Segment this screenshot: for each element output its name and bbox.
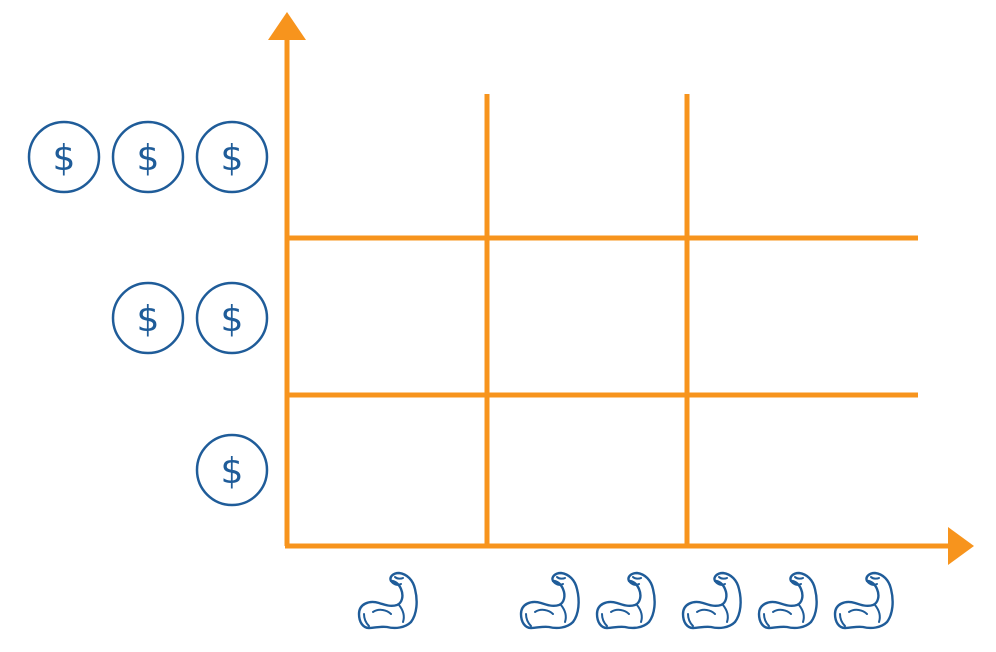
bicep-outline	[357, 571, 418, 630]
bicep-outline	[757, 571, 818, 630]
coin-outline	[195, 120, 269, 194]
dollar-symbol: $	[221, 299, 244, 340]
dollar-coin-icon: $	[195, 433, 269, 507]
bicep-column-level-3	[681, 571, 894, 630]
dollar-symbol: $	[53, 138, 76, 179]
bicep-cuff-line	[839, 613, 846, 627]
bicep-cuff-line	[525, 613, 532, 627]
bicep-outline	[519, 571, 580, 630]
dollar-coin-icon: $	[27, 120, 101, 194]
bicep-outline	[681, 571, 742, 630]
dollar-symbol: $	[137, 299, 160, 340]
y-axis-arrowhead	[268, 12, 306, 40]
bicep-fist-detail	[714, 576, 728, 586]
dollar-coin-icon: $	[195, 120, 269, 194]
bicep-outline	[595, 571, 656, 630]
bicep-elbow-line	[722, 604, 729, 623]
bicep-column-level-1	[357, 571, 418, 630]
bicep-cuff-line	[363, 613, 370, 627]
dollar-coin-icon: $	[195, 281, 269, 355]
coin-outline	[111, 120, 185, 194]
bicep-fist-detail	[390, 576, 404, 586]
x-axis-arrowhead	[948, 527, 974, 565]
dollar-row-level-1: $	[195, 433, 269, 507]
bicep-fist-detail	[628, 576, 642, 586]
flexed-bicep-icon	[757, 571, 818, 630]
bicep-cuff-line	[687, 613, 694, 627]
bicep-fist-detail	[552, 576, 566, 586]
bicep-outline	[833, 571, 894, 630]
x-axis-bicep-icons	[357, 571, 894, 630]
dollar-row-level-3: $ $ $	[27, 120, 269, 194]
coin-outline	[195, 281, 269, 355]
flexed-bicep-icon	[519, 571, 580, 630]
flexed-bicep-icon	[833, 571, 894, 630]
bicep-muscle-line	[696, 608, 716, 615]
bicep-muscle-line	[372, 608, 392, 615]
coin-outline	[111, 281, 185, 355]
coin-outline	[27, 120, 101, 194]
dollar-coin-icon: $	[111, 120, 185, 194]
bicep-cuff-line	[763, 613, 770, 627]
bicep-muscle-line	[772, 608, 792, 615]
bicep-muscle-line	[610, 608, 630, 615]
dollar-symbol: $	[221, 138, 244, 179]
bicep-elbow-line	[874, 604, 881, 623]
bicep-muscle-line	[534, 608, 554, 615]
matrix-grid	[268, 12, 974, 565]
bicep-elbow-line	[636, 604, 643, 623]
bicep-cuff-line	[601, 613, 608, 627]
bicep-fist-detail	[790, 576, 804, 586]
flexed-bicep-icon	[595, 571, 656, 630]
dollar-row-level-2: $$	[111, 281, 269, 355]
bicep-muscle-line	[848, 608, 868, 615]
bicep-elbow-line	[560, 604, 567, 623]
flexed-bicep-icon	[681, 571, 742, 630]
bicep-column-level-2	[519, 571, 656, 630]
dollar-symbol: $	[221, 451, 244, 492]
flexed-bicep-icon	[357, 571, 418, 630]
y-axis-dollar-icons: $$$$$$	[27, 120, 269, 507]
dollar-symbol: $	[137, 138, 160, 179]
bicep-elbow-line	[798, 604, 805, 623]
dollar-coin-icon: $	[111, 281, 185, 355]
bicep-elbow-line	[398, 604, 405, 623]
bicep-fist-detail	[866, 576, 880, 586]
coin-outline	[195, 433, 269, 507]
